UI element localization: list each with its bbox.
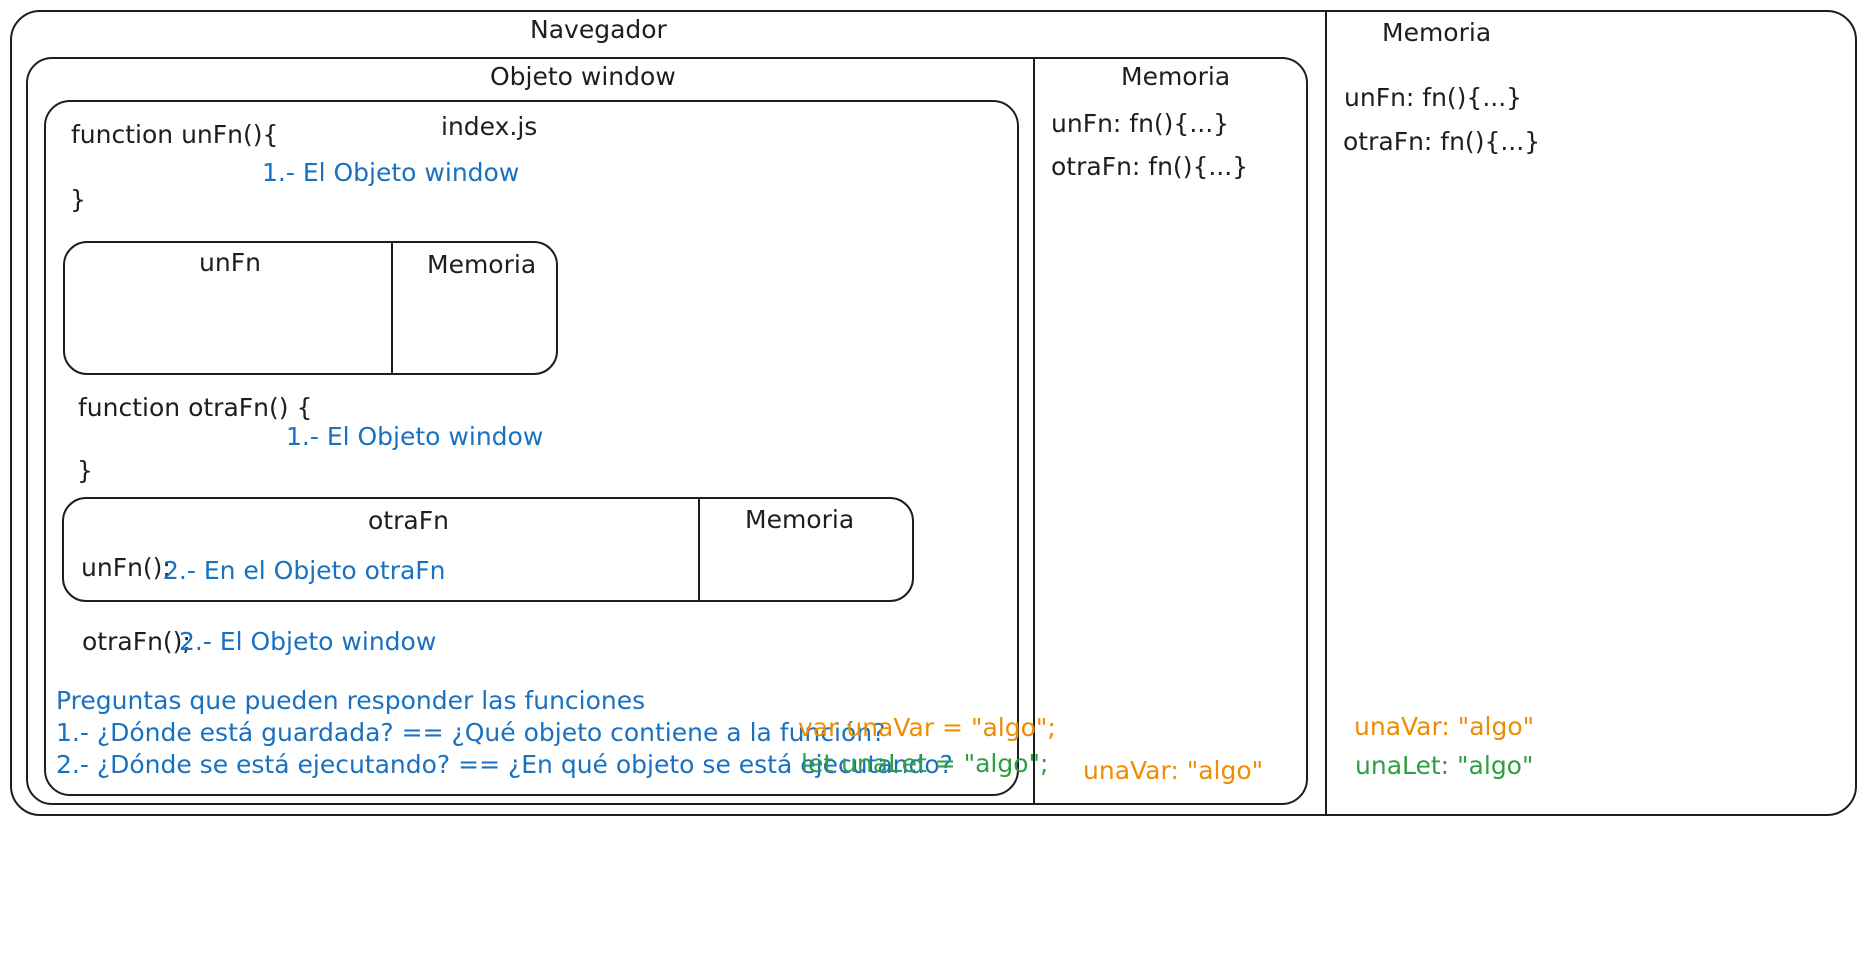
fn-unfn-close: } <box>70 185 86 214</box>
browser-memory-unalet: unaLet: "algo" <box>1355 751 1534 780</box>
browser-memory-entry-unfn: unFn: fn(){...} <box>1344 83 1523 112</box>
unfn-memory-title: Memoria <box>427 250 537 279</box>
otrafn-call-note: 2.- En el Objeto otraFn <box>163 556 446 585</box>
call-otrafn-note: 2.- El Objeto window <box>179 627 437 656</box>
otrafn-memory-title: Memoria <box>745 505 855 534</box>
questions-heading: Preguntas que pueden responder las funci… <box>56 686 646 715</box>
var-declaration: var unaVar = "algo"; <box>798 713 1056 742</box>
fn-otrafn-note: 1.- El Objeto window <box>286 422 544 451</box>
call-otrafn: otraFn(); <box>82 627 191 656</box>
otrafn-memory-divider <box>698 497 700 602</box>
let-declaration: let unaLet = "algo"; <box>801 749 1049 778</box>
window-object-frame <box>26 57 1308 805</box>
unfn-memory-divider <box>391 241 393 375</box>
index-js-title: index.js <box>441 112 538 141</box>
unfn-context-box <box>63 241 558 375</box>
fn-unfn-open: function unFn(){ <box>71 120 279 149</box>
otrafn-context-title: otraFn <box>368 506 449 535</box>
fn-otrafn-close: } <box>77 456 93 485</box>
window-memory-unavar: unaVar: "algo" <box>1083 756 1264 785</box>
browser-memory-entry-otrafn: otraFn: fn(){...} <box>1343 127 1541 156</box>
fn-otrafn-open: function otraFn() { <box>78 393 313 422</box>
otrafn-call-unfn: unFn(); <box>81 553 171 582</box>
browser-memory-title: Memoria <box>1382 18 1492 47</box>
question-2: 2.- ¿Dónde se está ejecutando? == ¿En qu… <box>56 750 953 779</box>
otrafn-context-box <box>62 497 914 602</box>
unfn-context-title: unFn <box>199 248 261 277</box>
browser-memory-unavar: unaVar: "algo" <box>1354 712 1535 741</box>
question-1: 1.- ¿Dónde está guardada? == ¿Qué objeto… <box>56 718 886 747</box>
window-memory-entry-unfn: unFn: fn(){...} <box>1051 109 1230 138</box>
browser-memory-divider <box>1325 10 1327 816</box>
window-memory-title: Memoria <box>1121 62 1231 91</box>
window-memory-entry-otrafn: otraFn: fn(){...} <box>1051 152 1249 181</box>
browser-title: Navegador <box>530 15 667 44</box>
index-js-frame <box>44 100 1019 796</box>
window-memory-divider <box>1033 57 1035 805</box>
browser-frame <box>10 10 1857 816</box>
fn-unfn-note: 1.- El Objeto window <box>262 158 520 187</box>
window-object-title: Objeto window <box>490 62 676 91</box>
